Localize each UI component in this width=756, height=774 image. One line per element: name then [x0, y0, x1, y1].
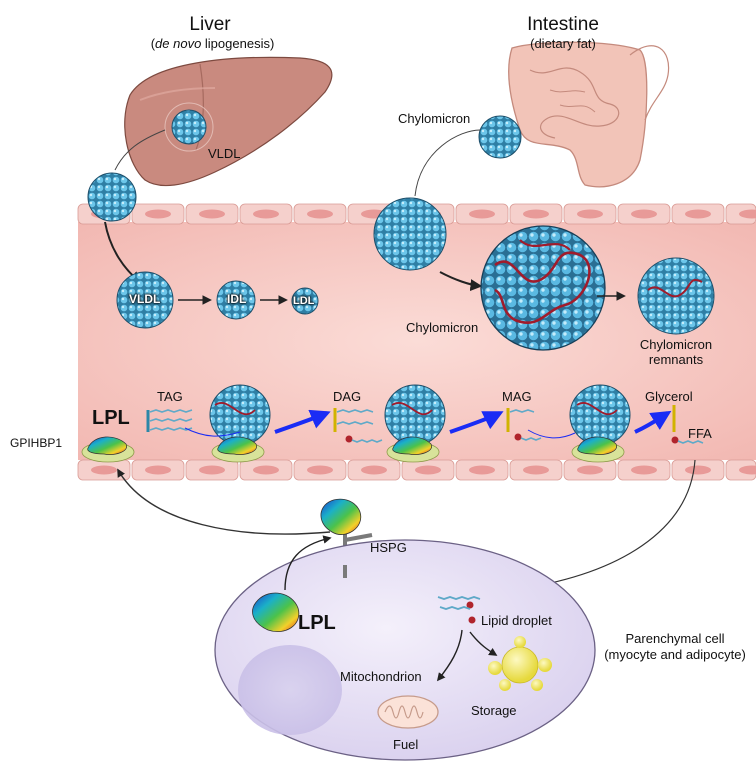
cell-lpl-protein	[252, 592, 300, 632]
lpl-gpihbp1-complexes	[81, 436, 625, 463]
cell-ffa-molecules	[437, 596, 481, 624]
endothelium-top	[77, 203, 756, 225]
glycerol-molecule	[671, 405, 704, 444]
liver-vldl-label: VLDL	[208, 146, 241, 161]
endothelial-nucleus	[739, 465, 756, 475]
lipid-droplet-label: Lipid droplet	[481, 613, 552, 628]
hspg-label: HSPG	[370, 540, 407, 555]
intestine-organ	[508, 41, 670, 188]
endothelial-nucleus	[253, 465, 279, 475]
endothelial-nucleus	[469, 465, 495, 475]
lipid-droplet-cluster	[488, 636, 552, 691]
liver-title: Liver	[189, 14, 231, 35]
liver-subtitle-rest: lipogenesis	[201, 36, 270, 51]
tag-molecule	[146, 409, 193, 432]
remnants-label-line1: Chylomicron	[639, 337, 713, 352]
endothelial-nucleus	[631, 209, 657, 219]
endothelial-nucleus	[145, 209, 171, 219]
dag-molecule	[333, 408, 383, 443]
endothelial-nucleus	[307, 465, 333, 475]
mitochondrion-label: Mitochondrion	[340, 669, 422, 684]
liver-vldl-particle	[171, 109, 207, 145]
lpl-protein	[577, 436, 617, 455]
endothelial-nucleus	[361, 465, 387, 475]
endothelial-nucleus	[631, 465, 657, 475]
endothelial-nucleus	[685, 209, 711, 219]
endothelium-bottom	[77, 459, 756, 481]
glycerol-label: Glycerol	[645, 389, 693, 404]
fuel-label: Fuel	[393, 737, 419, 752]
endothelial-nucleus	[469, 209, 495, 219]
lpl-protein	[87, 436, 127, 455]
chylomicron-top-label: Chylomicron	[398, 111, 471, 126]
endothelial-nucleus	[199, 465, 225, 475]
lpl-protein	[217, 436, 257, 455]
chylomicron-entering-particle	[373, 197, 447, 271]
lipolysis-particle-3	[569, 384, 631, 446]
endothelial-nucleus	[307, 209, 333, 219]
endothelial-nucleus	[685, 465, 711, 475]
remnants-label-line2: remnants	[648, 352, 704, 367]
cell-nucleus	[238, 645, 342, 735]
intestine-subtitle: (dietary fat)	[530, 36, 596, 51]
chylomicron-large-particle	[480, 225, 606, 351]
vldl-particle	[116, 271, 174, 329]
lpl-protein	[392, 436, 432, 455]
tag-label: TAG	[157, 389, 183, 404]
ldl-label: LDL	[293, 295, 315, 307]
endothelial-nucleus	[199, 209, 225, 219]
ffa-label: FFA	[688, 426, 712, 441]
chylomicron-mid-label: Chylomicron	[406, 320, 479, 335]
intestine-title: Intestine	[527, 14, 599, 35]
endothelial-nucleus	[523, 209, 549, 219]
vldl-released-particle	[87, 172, 137, 222]
endothelial-nucleus	[523, 465, 549, 475]
endothelial-nucleus	[577, 465, 603, 475]
mitochondrion-organelle	[377, 695, 439, 729]
cell-lpl-label: LPL	[298, 612, 336, 634]
mag-label: MAG	[502, 389, 532, 404]
chylomicron-remnant-particle	[637, 257, 715, 335]
parenchymal-label-line1: Parenchymal cell	[625, 631, 725, 646]
mag-molecule	[506, 408, 542, 441]
endothelial-nucleus	[415, 465, 441, 475]
endothelial-nucleus	[577, 209, 603, 219]
ldl-particle	[291, 287, 319, 315]
parenchymal-label-line2: (myocyte and adipocyte)	[604, 647, 746, 662]
lipolysis-particle-2	[384, 384, 446, 446]
storage-label: Storage	[471, 703, 517, 718]
endothelial-nucleus	[145, 465, 171, 475]
dag-label: DAG	[333, 389, 362, 404]
idl-particle	[216, 280, 256, 320]
chylomicron-top-particle	[478, 115, 522, 159]
gpihbp1-label: GPIHBP1	[10, 436, 63, 450]
endothelial-nucleus	[739, 209, 756, 219]
vldl-label: VLDL	[129, 292, 161, 306]
idl-label: IDL	[227, 292, 247, 306]
lpl-vessel-label: LPL	[92, 407, 130, 429]
endothelial-nucleus	[253, 209, 279, 219]
endothelial-nucleus	[91, 465, 117, 475]
liver-subtitle-italic: de novo	[155, 36, 202, 51]
liver-organ	[124, 56, 333, 187]
liver-subtitle: (de novo lipogenesis)	[150, 36, 275, 51]
